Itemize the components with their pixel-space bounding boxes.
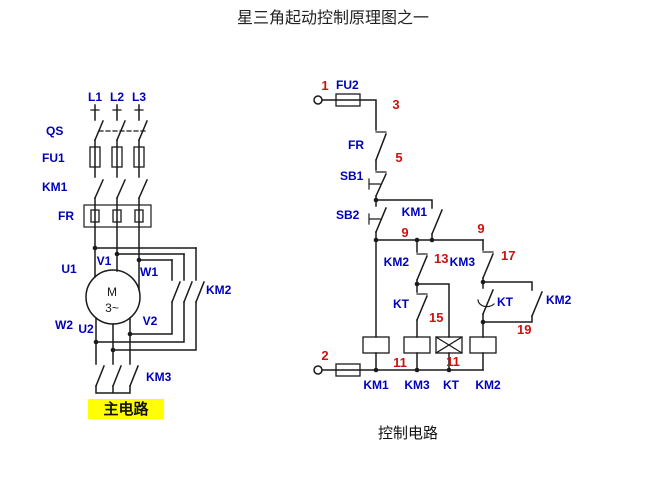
motor-lead-wires bbox=[94, 247, 140, 291]
fr-relay bbox=[83, 204, 152, 228]
km3-coil-branch bbox=[403, 239, 463, 371]
km2-coil-branch bbox=[469, 239, 543, 371]
node-number-11b: 11 bbox=[446, 354, 460, 369]
km3-coil bbox=[403, 336, 431, 354]
km1-coil-branch bbox=[362, 239, 390, 371]
kt-no-label: KT bbox=[497, 295, 514, 309]
km3-contacts bbox=[95, 365, 139, 387]
km2-contacts bbox=[171, 281, 205, 303]
km2-interlock-label: KM2 bbox=[384, 255, 410, 269]
bottom-fuse bbox=[335, 363, 361, 377]
star-wires bbox=[95, 317, 131, 394]
kt-nc-label: KT bbox=[393, 297, 410, 311]
terminal-label-u1: U1 bbox=[61, 262, 77, 276]
terminal-label-u2: U2 bbox=[78, 322, 94, 336]
node-number-1: 1 bbox=[321, 78, 328, 93]
terminal-1 bbox=[313, 95, 323, 105]
terminal-2 bbox=[313, 365, 323, 375]
fu1-label: FU1 bbox=[42, 151, 65, 165]
main-circuit: L1 L2 L3 QS FU1 KM1 bbox=[42, 90, 232, 419]
fu1-fuses bbox=[89, 146, 145, 168]
motor-symbol: M 3~ bbox=[85, 269, 141, 325]
motor-phase-label: 3~ bbox=[105, 301, 119, 315]
control-caption-text: 控制电路 bbox=[378, 425, 438, 442]
main-caption: 主电路 bbox=[88, 399, 164, 419]
fu2-label: FU2 bbox=[336, 78, 359, 92]
km2-coil-label: KM2 bbox=[475, 378, 501, 392]
node9-bus bbox=[373, 237, 484, 243]
sb2-button bbox=[368, 207, 387, 241]
fr-label: FR bbox=[58, 209, 74, 223]
km3-coil-label: KM3 bbox=[404, 378, 430, 392]
fr-contact-label: FR bbox=[348, 138, 364, 152]
terminal-label-v2: V2 bbox=[143, 314, 158, 328]
node-number-19: 19 bbox=[517, 322, 531, 337]
node-number-11a: 11 bbox=[393, 355, 407, 370]
main-caption-text: 主电路 bbox=[103, 400, 149, 418]
terminal-label-w2: W2 bbox=[55, 318, 73, 332]
qs-label: QS bbox=[46, 124, 63, 138]
node-number-15: 15 bbox=[429, 310, 443, 325]
caption-highlight bbox=[88, 399, 164, 419]
sb1-label: SB1 bbox=[340, 169, 364, 183]
phase-label-l1: L1 bbox=[88, 90, 102, 104]
bottom-rail bbox=[321, 363, 484, 377]
km1-coil-label: KM1 bbox=[363, 378, 389, 392]
qs-switch bbox=[94, 120, 149, 141]
control-circuit: 1 FU2 3 FR 5 SB1 SB2 bbox=[313, 78, 572, 442]
phase-label-l3: L3 bbox=[132, 90, 146, 104]
km1-label: KM1 bbox=[42, 180, 68, 194]
motor-m-label: M bbox=[107, 285, 117, 299]
page-title: 星三角起动控制原理图之一 bbox=[237, 9, 429, 27]
delta-wires bbox=[92, 245, 197, 353]
km2-coil bbox=[469, 336, 497, 354]
supply-wires bbox=[90, 104, 144, 261]
node-number-3: 3 bbox=[392, 97, 399, 112]
km1-coil bbox=[362, 336, 390, 354]
node-number-17: 17 bbox=[501, 248, 515, 263]
phase-label-l2: L2 bbox=[110, 90, 124, 104]
node-number-2: 2 bbox=[321, 348, 328, 363]
terminal-label-w1: W1 bbox=[140, 265, 158, 279]
fr-nc-contact bbox=[375, 131, 387, 171]
km1-aux-label: KM1 bbox=[402, 205, 428, 219]
km2-label: KM2 bbox=[206, 283, 232, 297]
terminal-label-v1: V1 bbox=[97, 254, 112, 268]
node-number-9b: 9 bbox=[477, 221, 484, 236]
km3-interlock-label: KM3 bbox=[450, 255, 476, 269]
km2-hold-label: KM2 bbox=[546, 293, 572, 307]
kt-coil-label: KT bbox=[443, 378, 460, 392]
control-top-wire bbox=[321, 99, 377, 131]
node-number-5: 5 bbox=[395, 150, 402, 165]
km3-label: KM3 bbox=[146, 370, 172, 384]
km1-contacts bbox=[94, 179, 148, 199]
fu2-fuse bbox=[335, 93, 361, 107]
node-number-13: 13 bbox=[434, 251, 448, 266]
sb2-label: SB2 bbox=[336, 208, 360, 222]
node-number-9a: 9 bbox=[401, 225, 408, 240]
